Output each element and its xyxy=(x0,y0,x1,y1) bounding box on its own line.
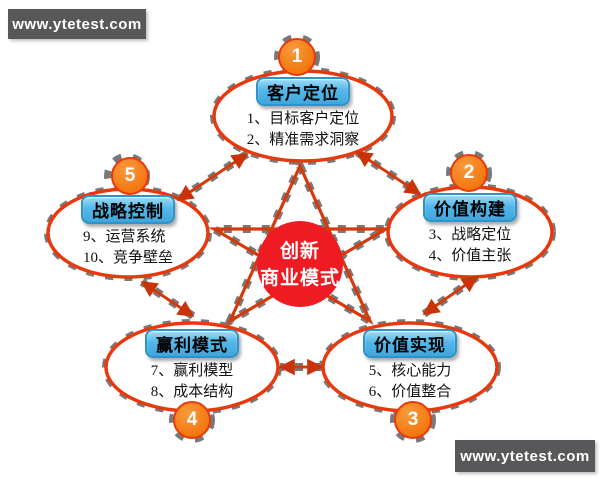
node-2-title-pill: 价值构建 xyxy=(423,193,517,222)
number-badge-1: 1 xyxy=(278,38,316,76)
node-4-title-pill: 赢利模式 xyxy=(145,329,239,358)
arrow-2-3 xyxy=(422,275,479,316)
center-circle xyxy=(257,221,343,307)
node-3-item-2: 6、价值整合 xyxy=(368,384,452,400)
node-1-item-1: 1、目标客户定位 xyxy=(246,111,360,127)
node-1-title-pill: 客户定位 xyxy=(256,77,350,106)
node-3-items: 5、核心能力 6、价值整合 xyxy=(369,361,452,403)
node-4-item-1: 7、赢利模型 xyxy=(150,363,234,379)
node-5-title-pill: 战略控制 xyxy=(81,195,175,224)
arrow-5-1 xyxy=(176,152,249,202)
center-title-line1: 创新 xyxy=(279,241,320,262)
arrow-4-5 xyxy=(140,280,195,318)
arrow-1-2 xyxy=(355,150,422,196)
center-title-line2: 商业模式 xyxy=(259,268,340,289)
node-2-items: 3、战略定位 4、价值主张 xyxy=(429,225,512,267)
node-2-item-2: 4、价值主张 xyxy=(428,248,512,264)
watermark-top-left: www.ytetest.com xyxy=(8,9,146,39)
node-3-item-1: 5、核心能力 xyxy=(368,363,452,379)
node-3-value-realization: 价值实现 5、核心能力 6、价值整合 xyxy=(323,323,497,411)
node-1-items: 1、目标客户定位 2、精准需求洞察 xyxy=(247,109,360,151)
node-2-value-construction: 价值构建 3、战略定位 4、价值主张 xyxy=(388,187,552,277)
node-4-item-2: 8、成本结构 xyxy=(150,384,234,400)
node-5-items: 9、运营系统 10、竞争壁垒 xyxy=(83,227,173,269)
node-4-profit-model: 赢利模式 7、赢利模型 8、成本结构 xyxy=(106,323,278,411)
node-2-item-1: 3、战略定位 xyxy=(428,227,512,243)
node-5-item-1: 9、运营系统 xyxy=(82,229,166,245)
node-1-item-2: 2、精准需求洞察 xyxy=(246,132,360,148)
watermark-bottom-right: www.ytetest.com xyxy=(455,440,595,472)
number-badge-4: 4 xyxy=(173,401,211,439)
node-1-customer-positioning: 客户定位 1、目标客户定位 2、精准需求洞察 xyxy=(214,71,392,161)
node-3-title-pill: 价值实现 xyxy=(363,329,457,358)
pentagon-edge-arrows xyxy=(140,150,479,376)
node-5-strategic-control: 战略控制 9、运营系统 10、竞争壁垒 xyxy=(48,189,208,277)
center-circle-label: 创新 商业模式 xyxy=(245,228,355,302)
node-4-items: 7、赢利模型 8、成本结构 xyxy=(151,361,234,403)
node-5-item-2: 10、竞争壁垒 xyxy=(82,250,173,266)
number-badge-3: 3 xyxy=(394,401,432,439)
number-badge-5: 5 xyxy=(111,157,149,195)
number-badge-2: 2 xyxy=(450,154,488,192)
